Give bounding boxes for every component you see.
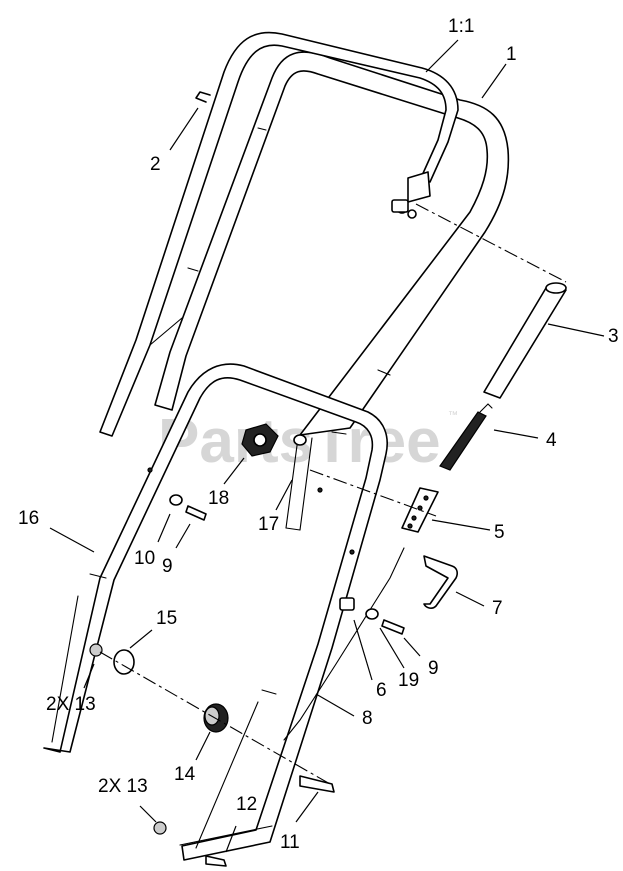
callout-2x13-lower: 2X 13 bbox=[98, 776, 148, 797]
callout-4: 4 bbox=[546, 430, 557, 451]
callout-15: 15 bbox=[156, 608, 177, 629]
washer-part-19[interactable] bbox=[365, 608, 379, 620]
align-line-lower bbox=[99, 651, 331, 785]
plate-part-5[interactable] bbox=[401, 487, 439, 533]
callout-10: 10 bbox=[134, 548, 155, 569]
align-line-middle bbox=[309, 469, 437, 517]
callout-12: 12 bbox=[236, 794, 257, 815]
washer-part-17[interactable] bbox=[293, 434, 307, 446]
clip-part-6[interactable] bbox=[339, 597, 355, 611]
callout-1-1: 1:1 bbox=[448, 16, 474, 37]
callout-18: 18 bbox=[208, 488, 229, 509]
nut-part-13-lower[interactable] bbox=[153, 821, 167, 835]
callout-11: 11 bbox=[280, 832, 300, 853]
align-line-upper bbox=[415, 203, 567, 283]
upper-handle-part-1-1[interactable] bbox=[99, 31, 459, 437]
lower-handle-part-16[interactable] bbox=[43, 363, 388, 861]
callout-2x13-upper: 2X 13 bbox=[46, 694, 96, 715]
watermark-trademark: ™ bbox=[448, 410, 458, 421]
washer-part-15[interactable] bbox=[113, 649, 135, 675]
bolt-part-9-left[interactable] bbox=[185, 505, 207, 521]
bail-part-7[interactable] bbox=[423, 555, 458, 609]
bolt-part-12[interactable] bbox=[205, 855, 227, 867]
callout-labels: 1:1 1 2 3 4 5 6 7 8 9 9 10 11 12 2X 13 2… bbox=[18, 16, 619, 853]
washer-part-10[interactable] bbox=[169, 494, 183, 506]
callout-14: 14 bbox=[174, 764, 196, 785]
callout-9-right: 9 bbox=[428, 658, 439, 679]
bolt-part-9-right[interactable] bbox=[381, 619, 405, 635]
callout-2: 2 bbox=[150, 154, 161, 175]
callout-17: 17 bbox=[258, 514, 279, 535]
callout-5: 5 bbox=[494, 522, 505, 543]
upper-handle-part-1[interactable] bbox=[154, 51, 510, 531]
cable-part-8[interactable] bbox=[283, 547, 405, 741]
callout-9-left: 9 bbox=[162, 556, 173, 577]
leader-lines bbox=[49, 39, 605, 853]
callout-8: 8 bbox=[362, 708, 373, 729]
callout-7: 7 bbox=[492, 598, 503, 619]
grip-part-3[interactable] bbox=[483, 282, 567, 399]
upper-bracket[interactable] bbox=[391, 171, 431, 219]
knob-part-18[interactable] bbox=[241, 423, 279, 457]
callout-16: 16 bbox=[18, 508, 39, 529]
spring-part-4[interactable] bbox=[439, 403, 493, 471]
callout-1: 1 bbox=[506, 44, 517, 65]
callout-19: 19 bbox=[398, 670, 419, 691]
callout-6: 6 bbox=[376, 680, 387, 701]
nut-part-13-upper[interactable] bbox=[89, 643, 103, 657]
callout-3: 3 bbox=[608, 326, 619, 347]
bolt-part-11[interactable] bbox=[299, 775, 335, 793]
